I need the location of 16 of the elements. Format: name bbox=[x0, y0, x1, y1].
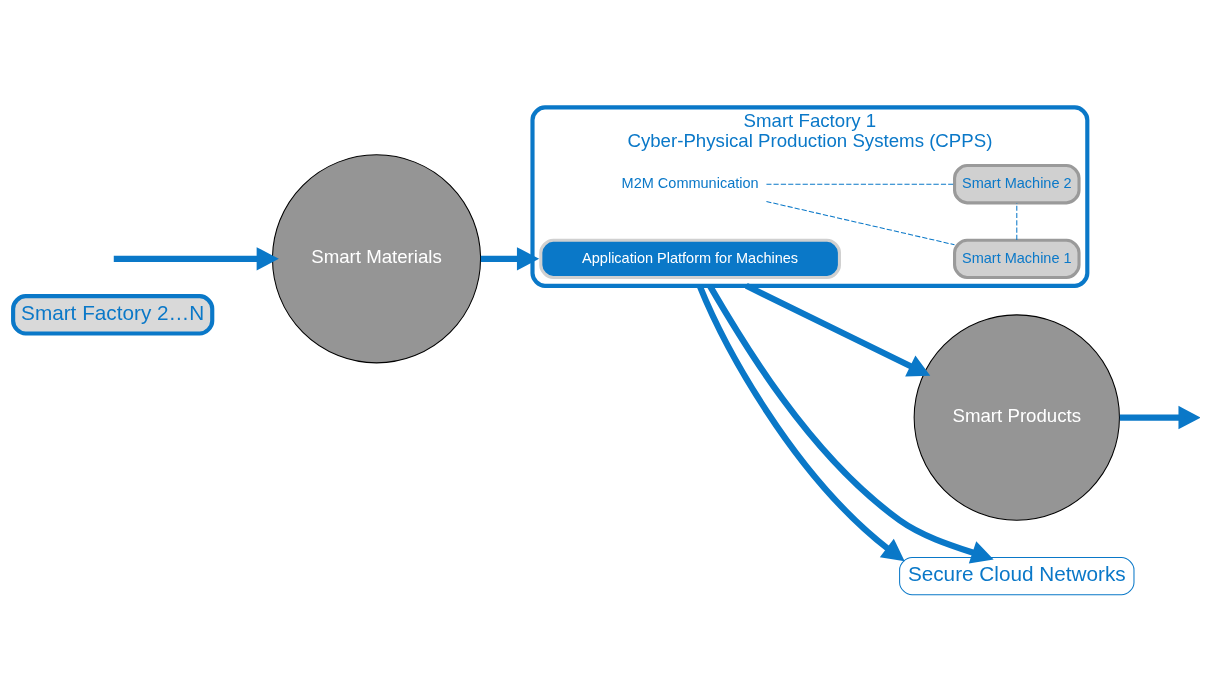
connector bbox=[765, 183, 955, 185]
connector bbox=[1016, 201, 1018, 240]
node-box: Application Platform for Machines bbox=[539, 238, 841, 279]
node-circle: Smart Products bbox=[913, 313, 1120, 521]
arrow bbox=[1119, 405, 1200, 429]
arrow bbox=[707, 283, 994, 563]
node-box: Secure Cloud Networks bbox=[899, 556, 1135, 595]
node-text: M2M Communication bbox=[621, 174, 759, 191]
arrow bbox=[480, 246, 540, 271]
node-box: Smart Machine 2 bbox=[953, 163, 1081, 204]
node-box: Smart Machine 1 bbox=[953, 238, 1081, 279]
node-circle: Smart Materials bbox=[271, 153, 482, 363]
node-box: Smart Factory 2…N bbox=[11, 293, 215, 336]
arrow bbox=[113, 246, 279, 271]
connector bbox=[765, 200, 955, 245]
arrow bbox=[744, 282, 931, 376]
